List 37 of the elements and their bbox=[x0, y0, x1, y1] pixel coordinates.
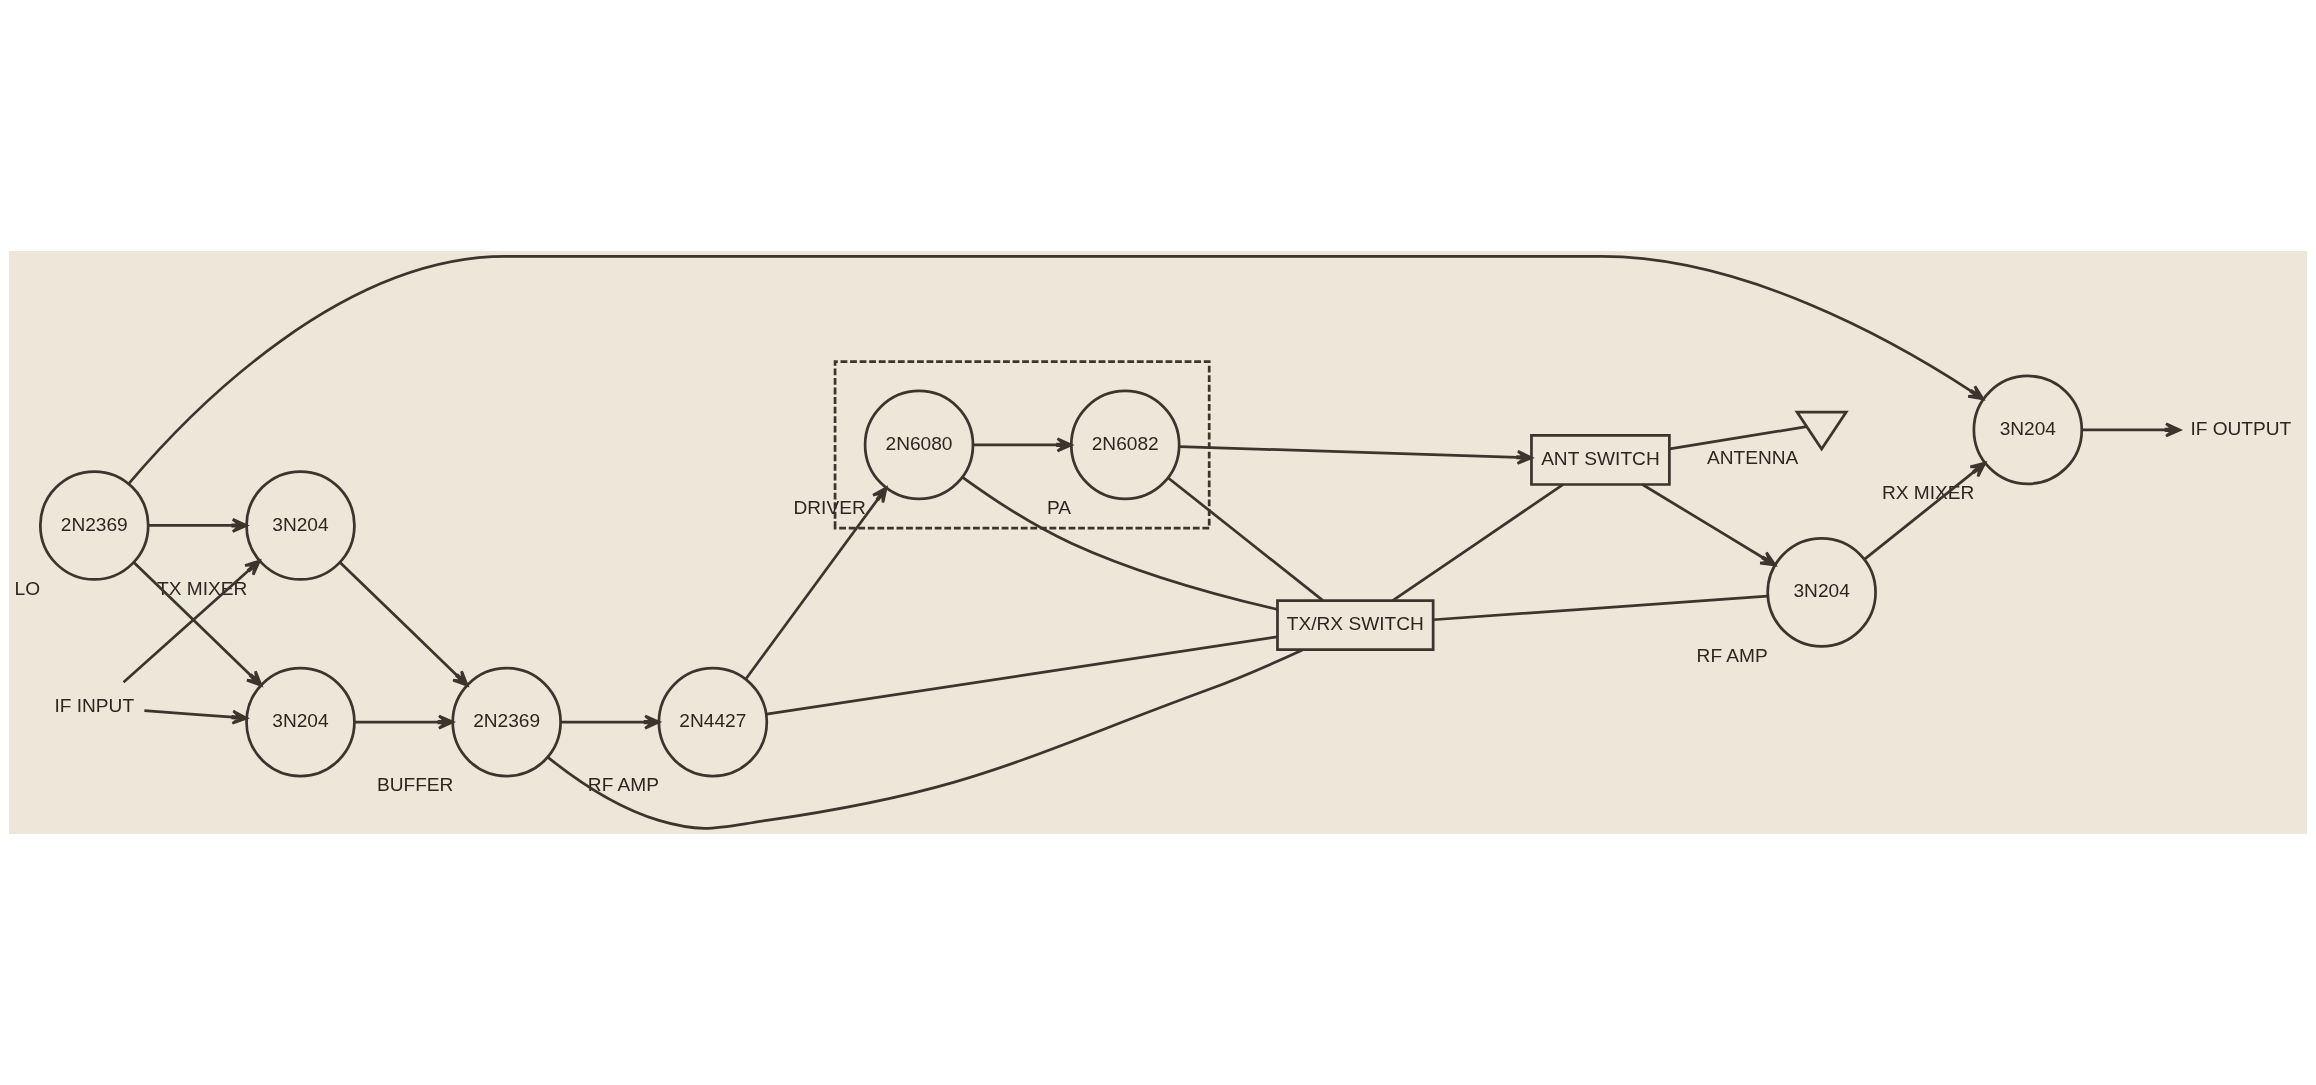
node-text: IF INPUT bbox=[54, 695, 135, 717]
node-text: IF OUTPUT bbox=[2190, 417, 2292, 439]
connector bbox=[1669, 425, 1807, 451]
node-circle: 2N2369 bbox=[38, 470, 150, 581]
node-circle: 3N204 bbox=[1972, 374, 2084, 486]
arrow bbox=[148, 517, 248, 533]
connector bbox=[1433, 594, 1768, 622]
node-label: DRIVER bbox=[793, 497, 866, 519]
arrow bbox=[1863, 461, 1987, 561]
arrow bbox=[2082, 422, 2182, 438]
arrow bbox=[354, 714, 454, 730]
node-circle: 3N204 bbox=[1766, 537, 1877, 648]
node-box: ANT SWITCH bbox=[1530, 433, 1671, 486]
connector bbox=[1167, 476, 1324, 602]
arrow bbox=[339, 561, 469, 687]
node-picture bbox=[1794, 410, 1849, 452]
connector bbox=[961, 476, 1278, 611]
arrow bbox=[1641, 483, 1777, 567]
connector bbox=[1392, 483, 1564, 602]
node-label: ANTENNA bbox=[1707, 447, 1799, 469]
node-label: RF AMP bbox=[1696, 644, 1768, 666]
node-label: RF AMP bbox=[587, 774, 659, 796]
node-circle: 2N6080 bbox=[863, 389, 975, 501]
arrow bbox=[144, 709, 248, 725]
node-label: PA bbox=[1046, 497, 1072, 519]
node-box: TX/RX SWITCH bbox=[1276, 599, 1435, 652]
node-label: LO bbox=[14, 577, 41, 599]
node-circle: 2N4427 bbox=[657, 666, 769, 778]
arrow bbox=[128, 255, 1985, 485]
arrow bbox=[1179, 445, 1533, 465]
node-label: BUFFER bbox=[376, 774, 454, 796]
arrow bbox=[560, 714, 661, 730]
arrow bbox=[744, 486, 888, 680]
connector bbox=[546, 648, 1303, 830]
arrow bbox=[973, 437, 1073, 453]
connector bbox=[766, 635, 1278, 716]
node-circle: 2N6082 bbox=[1069, 389, 1181, 501]
